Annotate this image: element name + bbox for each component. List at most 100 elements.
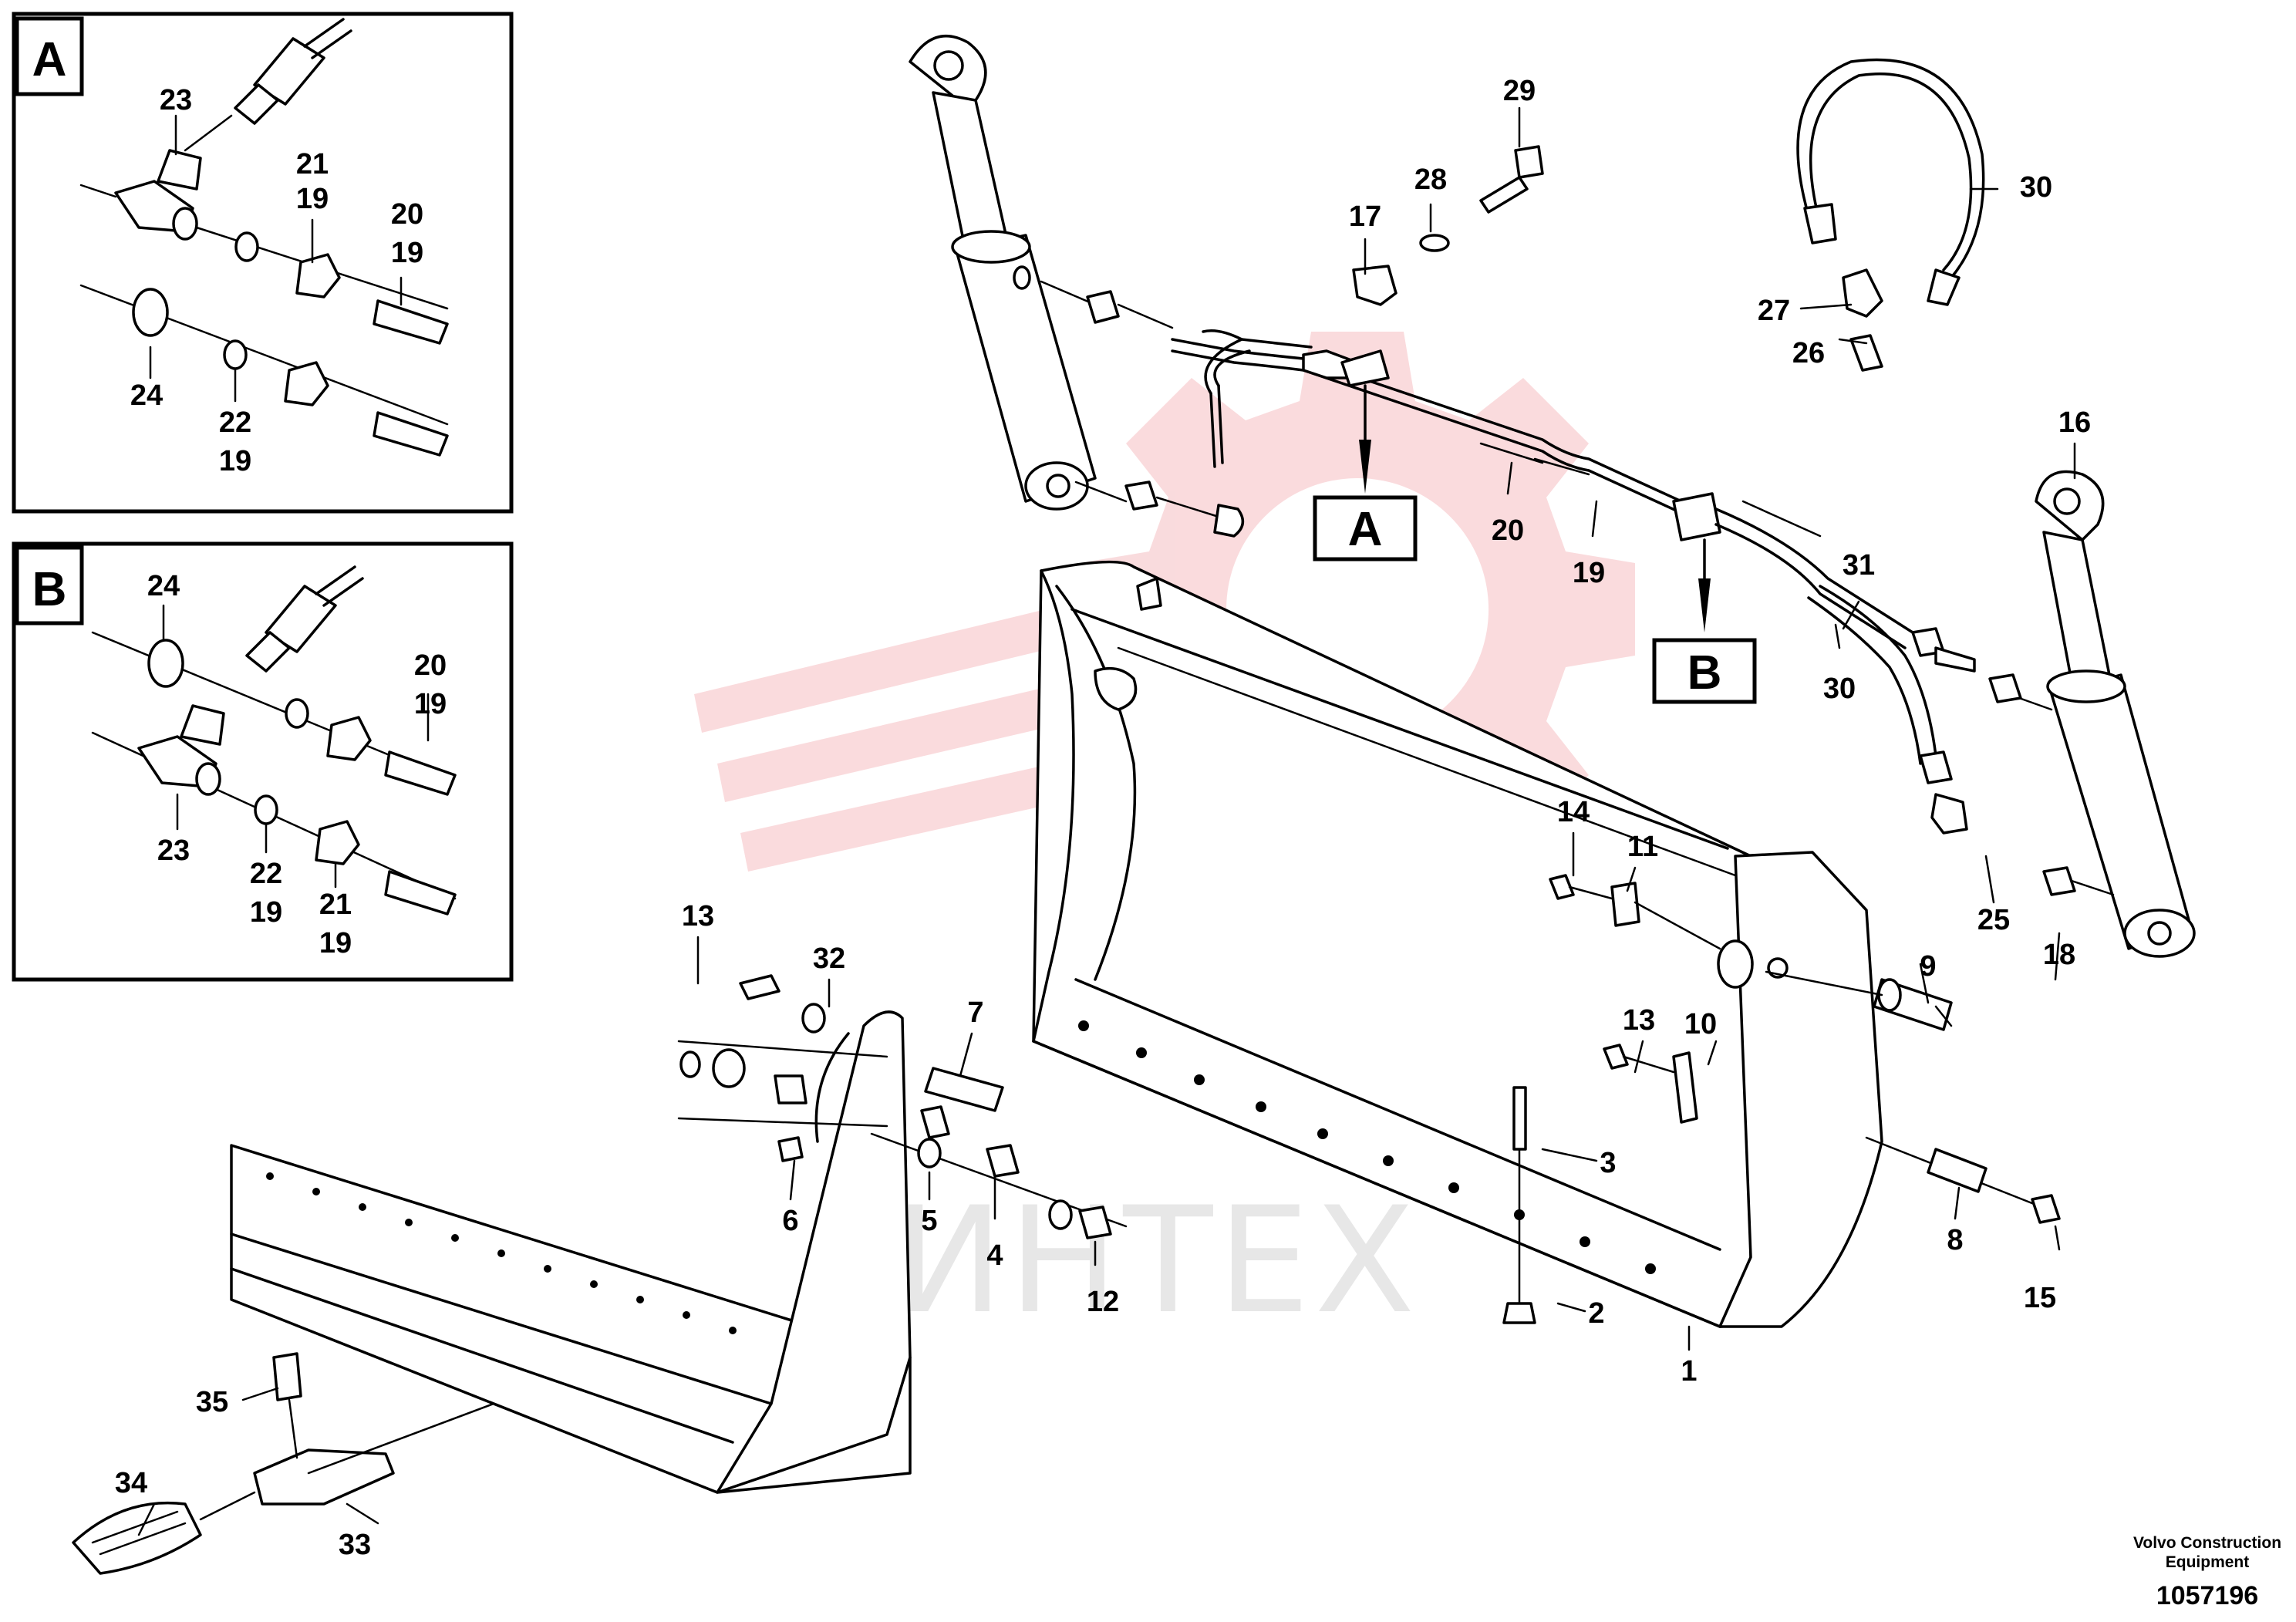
leader-lines: [137, 106, 2076, 1536]
inset-a-label: 19: [391, 237, 423, 269]
hose-30: [1796, 58, 1985, 279]
callout-3: 3: [1600, 1147, 1616, 1179]
inset-a-hose-fitting: [234, 83, 279, 125]
inset-b-label: 21: [319, 889, 352, 921]
credit-line-2: Equipment: [2166, 1553, 2250, 1571]
callout-33: 33: [339, 1529, 371, 1561]
callout-10: 10: [1684, 1008, 1717, 1040]
bucket: [1032, 560, 2061, 1328]
callout-25: 25: [1977, 904, 2010, 936]
inset-a-label: 19: [219, 445, 251, 477]
inset-a-label: 20: [391, 198, 423, 231]
bolt-15: [2031, 1194, 2061, 1224]
washer-28: [1419, 234, 1450, 252]
inset-a-label: 23: [160, 84, 192, 116]
nut-2: [1502, 1302, 1536, 1324]
callout-labels: 29 28 17 30 27 26 16 20 19 31 30 14 11 2…: [115, 75, 2091, 1561]
callout-7: 7: [967, 996, 983, 1029]
inset-a-tag: [15, 16, 84, 96]
callout-13: 13: [682, 900, 714, 932]
callout-12: 12: [1087, 1286, 1119, 1318]
inset-b-adapter: [147, 639, 184, 688]
callout-26: 26: [1792, 337, 1825, 369]
bracket-11: [1610, 882, 1640, 927]
credit-line-1: Volvo Construction: [2133, 1534, 2281, 1552]
inset-a-nut: [295, 253, 341, 298]
inset-a-label: 22: [219, 406, 251, 439]
adapter-33: [253, 1448, 395, 1506]
callout-18: 18: [2043, 939, 2075, 971]
left-cylinder-fittings: [1086, 290, 1245, 538]
detail-marker-b-letter: B: [1687, 646, 1722, 700]
callout-27: 27: [1758, 295, 1790, 327]
inset-a: A 23 21 19 20 19 24 22 19: [12, 12, 514, 514]
bucket-tooth-assembly: [72, 1352, 495, 1575]
callout-1: 1: [1681, 1355, 1697, 1388]
pin-7: [924, 1067, 1004, 1112]
right-cylinder-barrel: [2050, 673, 2192, 950]
washer-32: [801, 1003, 826, 1034]
inset-b-label: 24: [147, 570, 180, 602]
right-tilt-cylinder: [1988, 470, 2196, 958]
inset-b-label: 19: [319, 927, 352, 959]
callout-16: 16: [2058, 406, 2091, 439]
clamp-27: [1842, 268, 1883, 318]
side-cutter-bucket: [230, 974, 1128, 1494]
clamp-17: [1352, 265, 1397, 306]
callout-32: 32: [813, 943, 845, 975]
pin-8: [1927, 1148, 1988, 1193]
bucket-bolt-holes: [1078, 1020, 1656, 1274]
callout-6: 6: [782, 1205, 798, 1237]
inset-a-letter: A: [32, 33, 67, 86]
tooth-34: [72, 1501, 202, 1575]
hoses: [1171, 58, 1985, 835]
callout-34: 34: [115, 1467, 147, 1499]
callout-9: 9: [1920, 950, 1936, 983]
detail-marker-a: A: [1313, 384, 1418, 561]
callout-14: 14: [1557, 796, 1590, 828]
inset-b-label: 19: [250, 896, 282, 929]
callout-5: 5: [921, 1205, 937, 1237]
left-tilt-cylinder: [909, 35, 1128, 511]
publisher-credit: Volvo Construction Equipment 1057196: [2133, 1534, 2281, 1610]
callout-8: 8: [1947, 1224, 1963, 1256]
bolt-3: [1512, 1086, 1527, 1151]
callout-4: 4: [986, 1239, 1003, 1272]
inset-a-label: 24: [130, 379, 163, 412]
left-side-plate: [716, 1010, 912, 1494]
pin-35: [272, 1352, 302, 1401]
inset-a-label: 19: [296, 183, 329, 215]
inset-b-tag: [15, 545, 84, 626]
callout-13: 13: [1623, 1004, 1655, 1037]
callout-20: 20: [1492, 514, 1524, 547]
detail-marker-b: B: [1652, 538, 1757, 704]
bracket-10: [1672, 1051, 1698, 1124]
callout-15: 15: [2024, 1282, 2056, 1314]
fitting-26: [1849, 334, 1883, 372]
inset-b-label: 23: [157, 835, 190, 867]
callout-35: 35: [196, 1386, 228, 1418]
callout-28: 28: [1414, 164, 1447, 196]
inset-a-label: 21: [296, 148, 329, 180]
inset-b-label: 20: [414, 649, 447, 682]
callout-19: 19: [1573, 557, 1605, 589]
callout-30: 30: [2020, 171, 2052, 204]
inset-a-washer: [234, 231, 259, 262]
callout-29: 29: [1503, 75, 1536, 107]
document-number: 1057196: [2156, 1581, 2258, 1610]
inset-b: B 24 20 19 23 22 19 21 19: [12, 541, 514, 982]
watermark-text: ИНТЕХ: [894, 1175, 1419, 1346]
inset-a-pipe: [373, 299, 449, 345]
callout-11: 11: [1627, 831, 1658, 863]
detail-marker-a-letter: A: [1348, 503, 1383, 556]
callout-2: 2: [1588, 1297, 1604, 1330]
inset-b-letter: B: [32, 563, 67, 616]
callout-17: 17: [1349, 201, 1381, 233]
callout-30: 30: [1823, 673, 1856, 705]
inset-b-label: 22: [250, 858, 282, 890]
bolt-29: [1479, 176, 1529, 214]
callout-31: 31: [1843, 549, 1875, 582]
inset-a-adapter: [132, 288, 169, 337]
inset-b-label: 19: [414, 688, 447, 720]
